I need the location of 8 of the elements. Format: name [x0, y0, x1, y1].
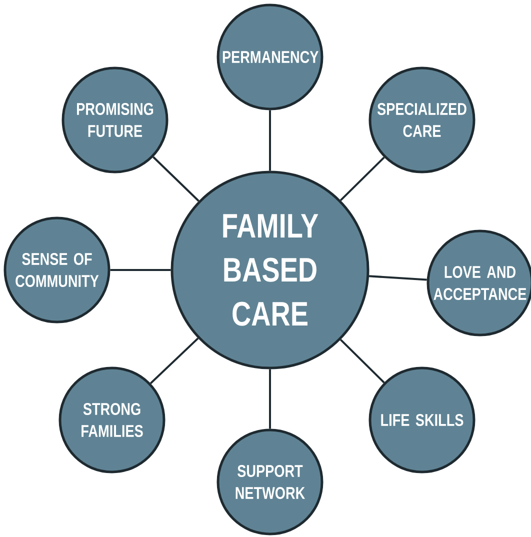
- connector-line: [150, 338, 199, 384]
- connector-line: [269, 369, 271, 429]
- connector-line: [340, 156, 385, 201]
- connector-line: [152, 156, 200, 202]
- connector-line: [369, 275, 427, 281]
- connector-line: [110, 269, 171, 271]
- connector-line: [269, 110, 271, 171]
- connector-line: [340, 339, 385, 384]
